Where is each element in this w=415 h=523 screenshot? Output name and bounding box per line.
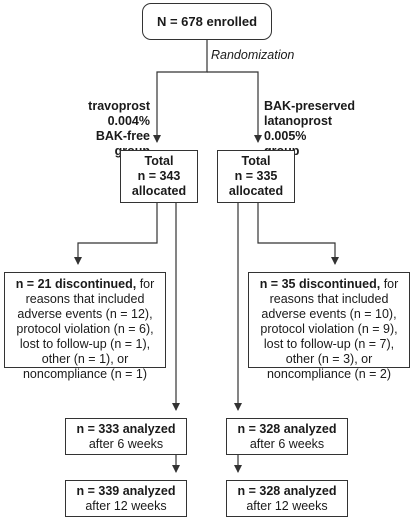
left-allocated-word: allocated: [131, 184, 187, 198]
left-analyzed6-count: n = 333 analyzed: [76, 422, 176, 436]
right-analyzed12-count: n = 328 analyzed: [237, 484, 337, 498]
right-n-allocated: n = 335: [234, 169, 278, 183]
connector-left-discontinued: [74, 203, 158, 265]
right-discontinued-count: n = 35 discontinued,: [259, 277, 381, 291]
connector-split-right: [207, 71, 262, 143]
enrolled-text: N = 678 enrolled: [156, 14, 258, 29]
left-analyzed12-count: n = 339 analyzed: [76, 484, 176, 498]
left-group-label: travoprost 0.004% BAK-free group: [72, 84, 150, 159]
right-allocated-box: Total n = 335 allocated: [217, 150, 295, 203]
randomization-text: Randomization: [211, 48, 295, 62]
right-analyzed6-when: after 6 weeks: [249, 437, 325, 451]
connector-enrolled-split: [153, 40, 208, 143]
right-discontinued-reasons: for reasons that included adverse events…: [260, 277, 399, 381]
right-analyzed6-count: n = 328 analyzed: [237, 422, 337, 436]
right-total: Total: [241, 154, 271, 168]
left-analyzed6-box: n = 333 analyzed after 6 weeks: [65, 418, 187, 455]
right-allocated-word: allocated: [228, 184, 284, 198]
enrolled-box: N = 678 enrolled: [142, 3, 272, 40]
left-discontinued-count: n = 21 discontinued,: [15, 277, 137, 291]
right-analyzed12-when: after 12 weeks: [246, 499, 328, 513]
right-discontinued-box: n = 35 discontinued, for reasons that in…: [248, 272, 410, 381]
connector-right-discontinued: [257, 203, 339, 265]
left-analyzed6-when: after 6 weeks: [88, 437, 164, 451]
left-total: Total: [144, 154, 174, 168]
left-discontinued-reasons: for reasons that included adverse events…: [16, 277, 155, 381]
right-analyzed12-box: n = 328 analyzed after 12 weeks: [226, 480, 348, 517]
right-group-label: BAK-preserved latanoprost 0.005% group: [264, 84, 384, 159]
left-analyzed12-box: n = 339 analyzed after 12 weeks: [65, 480, 187, 517]
left-discontinued-box: n = 21 discontinued, for reasons that in…: [4, 272, 166, 381]
left-analyzed12-when: after 12 weeks: [85, 499, 167, 513]
right-analyzed6-box: n = 328 analyzed after 6 weeks: [226, 418, 348, 455]
left-allocated-box: Total n = 343 allocated: [120, 150, 198, 203]
randomization-label: Randomization: [211, 48, 294, 62]
left-n-allocated: n = 343: [137, 169, 181, 183]
right-group-label-text: BAK-preserved latanoprost 0.005% group: [264, 99, 356, 158]
